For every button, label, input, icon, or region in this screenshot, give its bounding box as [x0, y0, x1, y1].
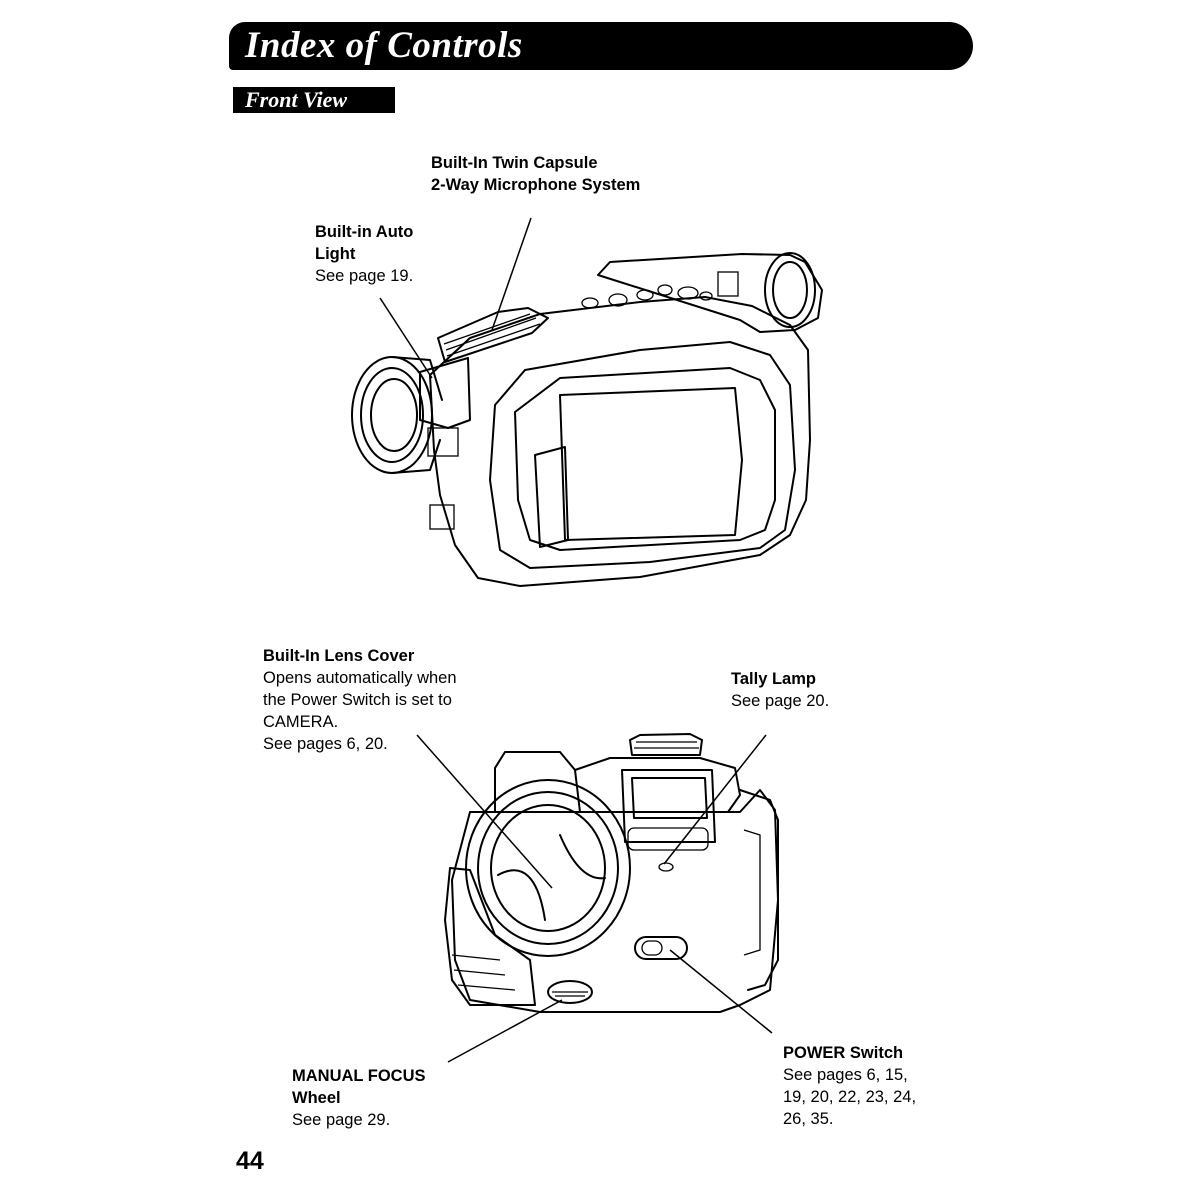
callout-title: Wheel — [292, 1089, 341, 1107]
leader-auto-light — [379, 297, 433, 379]
page-title: Index of Controls — [245, 25, 523, 66]
callout-title: Built-In Lens Cover — [263, 647, 415, 665]
callout-page-ref: See page 20. — [731, 692, 830, 710]
callout-title: Built-In Twin Capsule — [431, 154, 598, 172]
callout-page-ref: See page 19. — [315, 267, 414, 285]
callout-page-ref: 26, 35. — [783, 1110, 834, 1128]
leader-power-switch — [669, 949, 773, 1034]
title-banner: Index of Controls — [229, 22, 973, 70]
callout-power-switch: POWER Switch See pages 6, 15, 19, 20, 22… — [783, 1042, 916, 1130]
callout-description: the Power Switch is set to — [263, 691, 452, 709]
camcorder-perspective-illustration — [351, 252, 823, 587]
section-banner: Front View — [233, 87, 395, 113]
callout-lens-cover: Built-In Lens Cover Opens automatically … — [263, 645, 457, 755]
leader-manual-focus — [447, 999, 563, 1063]
callout-description: Opens automatically when — [263, 669, 457, 687]
callout-title: 2-Way Microphone System — [431, 176, 641, 194]
leader-mic — [491, 217, 532, 331]
callout-title: Tally Lamp — [731, 670, 816, 688]
callout-page-ref: 19, 20, 22, 23, 24, — [783, 1088, 917, 1106]
callout-page-ref: See page 29. — [292, 1111, 391, 1129]
leader-lens-cover — [416, 734, 553, 889]
callout-title: Light — [315, 245, 356, 263]
callout-auto-light: Built-in Auto Light See page 19. — [315, 221, 413, 287]
callout-page-ref: See pages 6, 15, — [783, 1066, 908, 1084]
callout-description: CAMERA. — [263, 713, 339, 731]
leader-tally-lamp — [663, 734, 767, 865]
callout-microphone: Built-In Twin Capsule 2-Way Microphone S… — [431, 152, 640, 196]
callout-manual-focus: MANUAL FOCUS Wheel See page 29. — [292, 1065, 426, 1131]
callout-page-ref: See pages 6, 20. — [263, 735, 388, 753]
page-number: 44 — [236, 1147, 264, 1175]
callout-tally-lamp: Tally Lamp See page 20. — [731, 668, 829, 712]
callout-title: MANUAL FOCUS — [292, 1067, 426, 1085]
section-title: Front View — [245, 87, 348, 112]
callout-title: POWER Switch — [783, 1044, 904, 1062]
camcorder-front-illustration — [444, 733, 779, 1013]
callout-title: Built-in Auto — [315, 223, 414, 241]
